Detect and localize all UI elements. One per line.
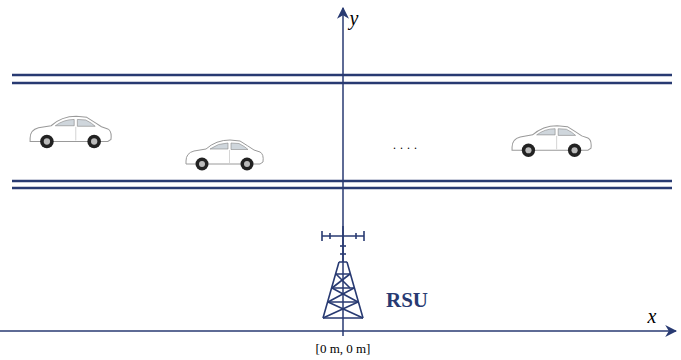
car [30, 116, 111, 148]
origin-coordinate: [0 m, 0 m] [316, 341, 371, 357]
road-lines [12, 75, 672, 188]
axis-label: y [350, 7, 359, 30]
rsu-tower [322, 226, 364, 318]
car [512, 126, 591, 157]
rsu-label: RSU [386, 288, 428, 313]
axis-label: x [648, 305, 657, 328]
ellipsis-mark: · · · · [393, 141, 418, 156]
y-axis [342, 8, 344, 336]
x-axis [0, 330, 676, 332]
car [186, 140, 263, 171]
